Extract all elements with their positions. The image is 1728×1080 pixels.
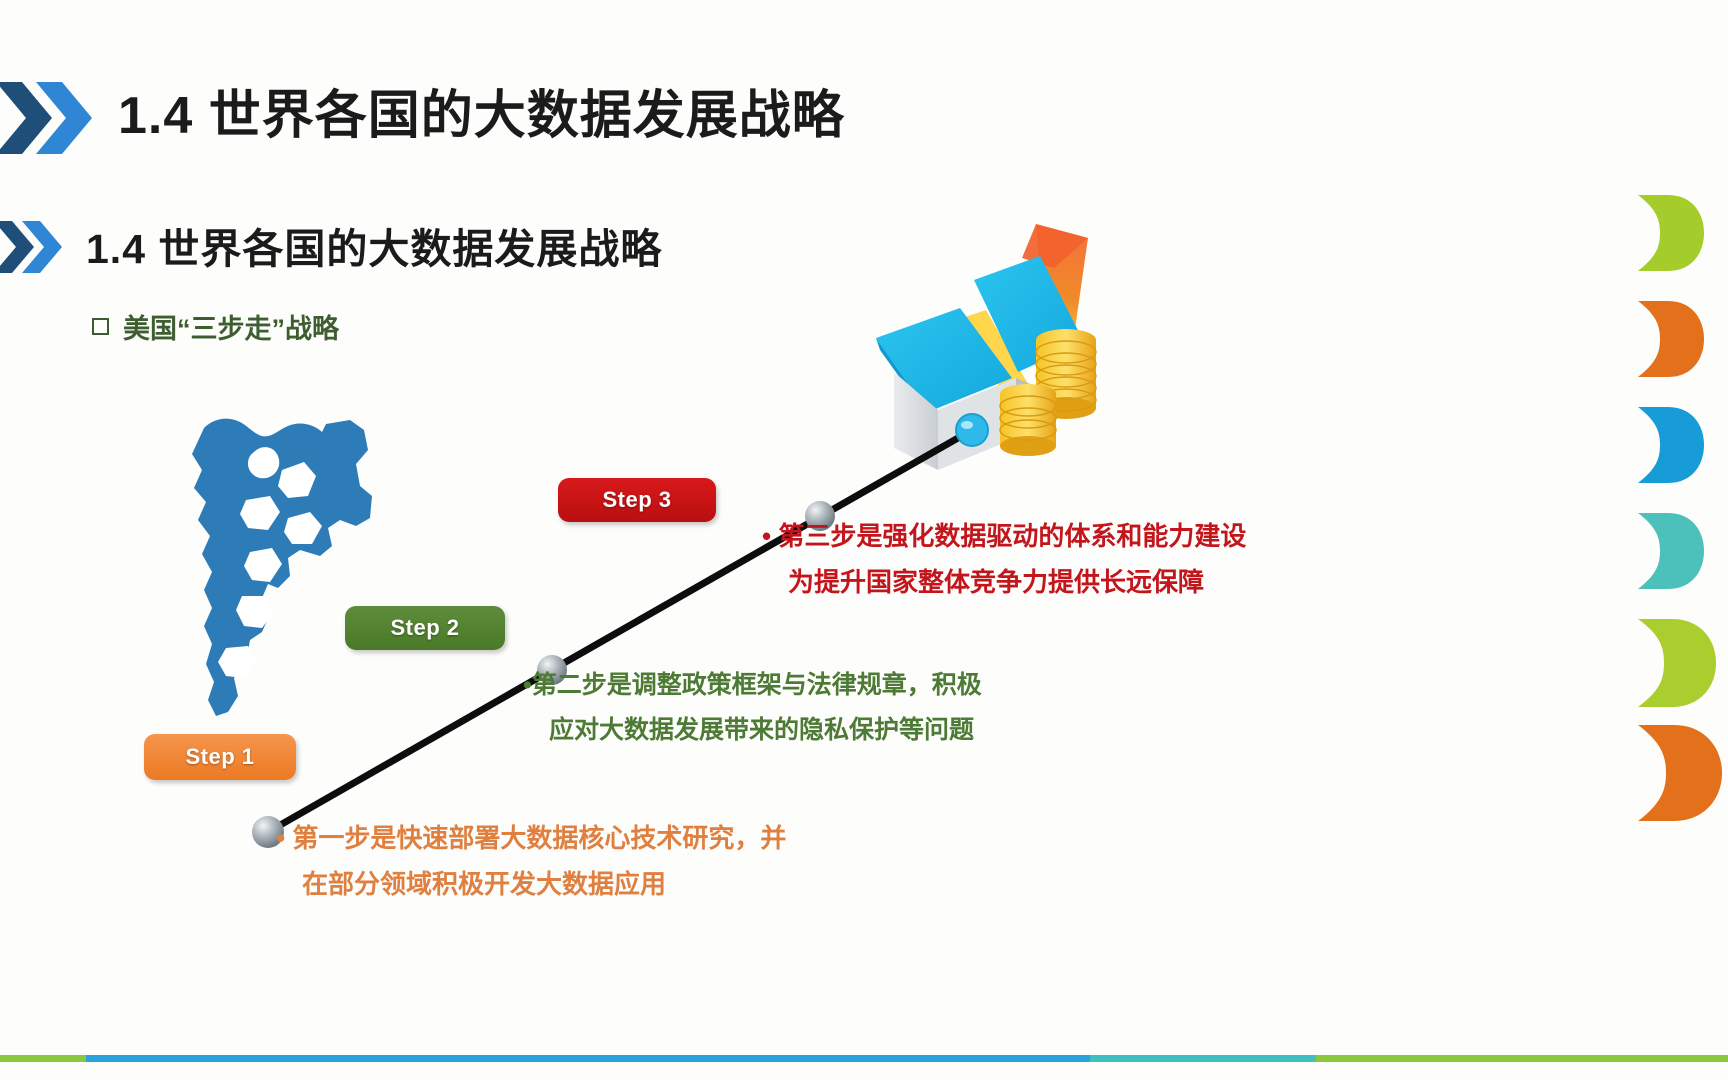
map-usa-silhouette-icon <box>150 400 400 745</box>
step-badge-2[interactable]: Step 2 <box>345 606 505 650</box>
step-1-description: • 第一步是快速部署大数据核心技术研究，并 在部分领域积极开发大数据应用 <box>276 815 786 908</box>
page-title: 1.4 世界各国的大数据发展战略 <box>118 87 845 145</box>
side-tab-strip <box>1638 195 1728 831</box>
house-coins-arrow-illustration-icon <box>840 222 1130 477</box>
square-outline-bullet-icon <box>92 318 109 335</box>
coin-stack-short <box>999 384 1057 456</box>
step-badge-1[interactable]: Step 1 <box>144 734 296 780</box>
rule-segment-blue <box>86 1055 1096 1062</box>
side-tab-1[interactable] <box>1638 301 1704 377</box>
rule-segment-lime-2 <box>1316 1055 1728 1062</box>
rule-segment-teal <box>1090 1055 1320 1062</box>
side-tab-0[interactable] <box>1638 195 1704 271</box>
side-tab-5[interactable] <box>1638 725 1722 821</box>
bullet-item-label: 美国“三步走”战略 <box>123 314 339 344</box>
step-1-line-2: 在部分领域积极开发大数据应用 <box>302 869 667 900</box>
rule-segment-lime <box>0 1055 90 1062</box>
chevron-double-right-icon-top <box>0 78 100 158</box>
side-tab-4[interactable] <box>1638 619 1716 707</box>
step-2-line-1: •第二步是调整政策框架与法律规章，积极 <box>523 671 982 699</box>
step-1-line-1: • 第一步是快速部署大数据核心技术研究，并 <box>276 823 787 853</box>
chevron-double-right-icon-sub <box>0 218 70 276</box>
side-tab-3[interactable] <box>1638 513 1704 589</box>
coin-stack-tall <box>1035 329 1097 419</box>
side-tab-2[interactable] <box>1638 407 1704 483</box>
step-badge-3[interactable]: Step 3 <box>558 478 716 522</box>
bottom-accent-rule <box>0 1055 1728 1062</box>
bullet-item-us-strategy: 美国“三步走”战略 <box>92 307 339 346</box>
section-subtitle: 1.4 世界各国的大数据发展战略 <box>86 226 663 272</box>
step-2-line-2: 应对大数据发展带来的隐私保护等问题 <box>549 715 975 744</box>
step-3-line-2: 为提升国家整体竞争力提供长远保障 <box>788 567 1205 598</box>
step-3-line-1: • 第三步是强化数据驱动的体系和能力建设 <box>762 521 1247 551</box>
step-3-description: • 第三步是强化数据驱动的体系和能力建设 为提升国家整体竞争力提供长远保障 <box>762 513 1246 606</box>
step-2-description: •第二步是调整政策框架与法律规章，积极 应对大数据发展带来的隐私保护等问题 <box>523 663 982 752</box>
